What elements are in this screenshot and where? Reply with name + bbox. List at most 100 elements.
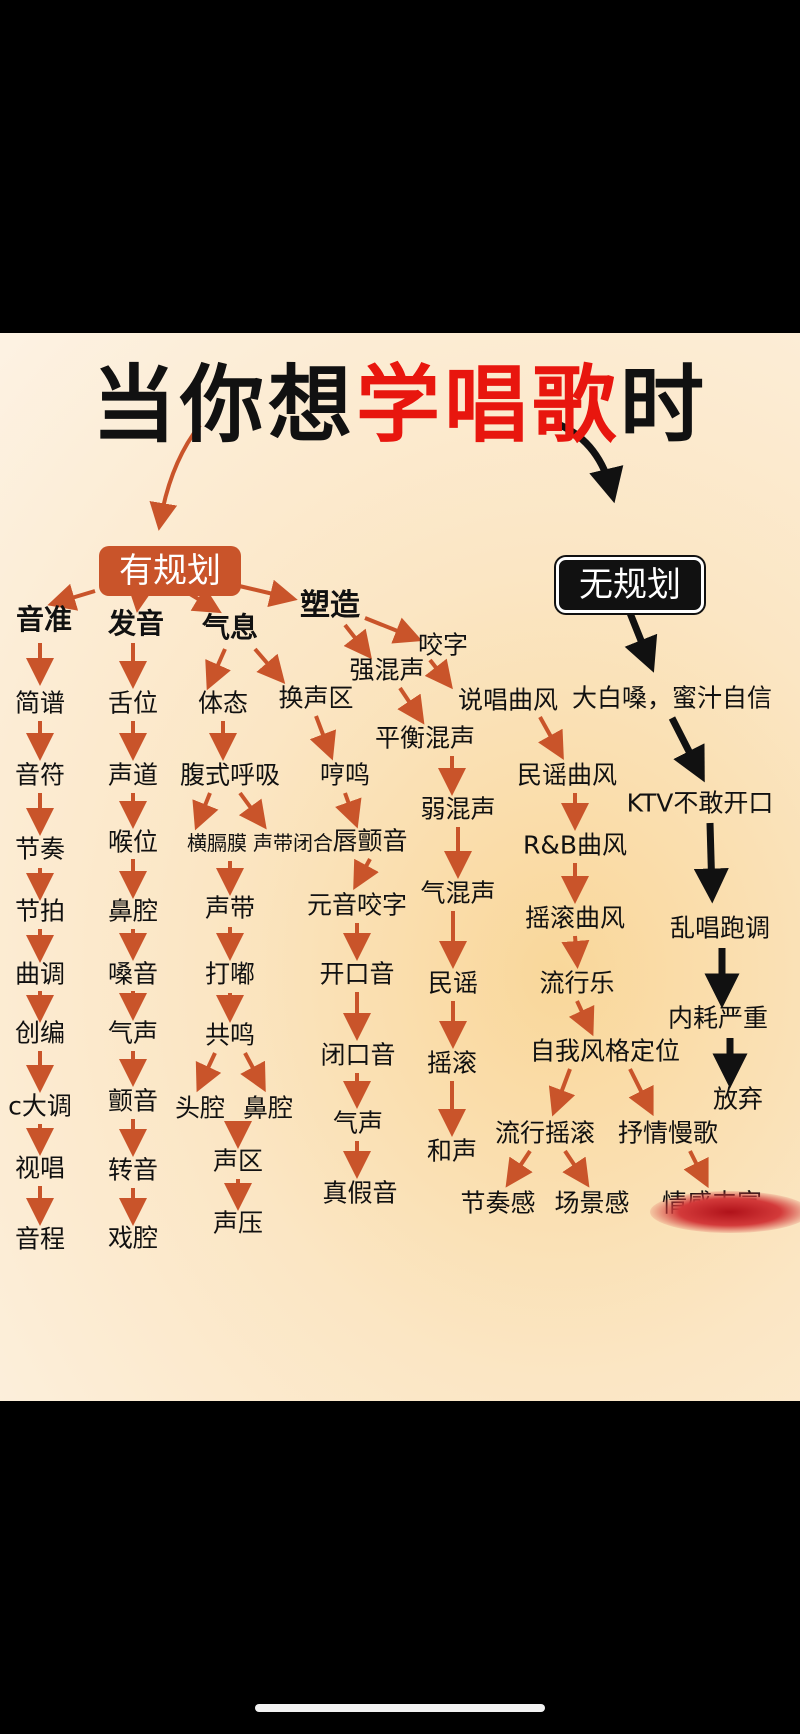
pronunciation-item: 鼻腔	[107, 896, 159, 926]
shaping-item: 节奏感	[460, 1188, 536, 1218]
shaping-item: 气混声	[420, 878, 496, 908]
shaping-item: 唇颤音	[332, 826, 408, 856]
breath-item: 声带闭合	[253, 831, 333, 855]
shaping-item: 抒情慢歌	[617, 1118, 719, 1148]
intonation-item: 音符	[14, 760, 66, 790]
shaping-item: 民谣	[427, 968, 479, 998]
flow-arrow	[562, 1149, 590, 1188]
pronunciation-item: 颤音	[107, 1086, 159, 1116]
shaping-item: 场景感	[554, 1188, 630, 1218]
flow-arrow	[205, 648, 231, 691]
flow-arrow	[561, 935, 590, 969]
shaping-item: 真假音	[322, 1178, 398, 1208]
shaping-item: 强混声	[349, 655, 425, 685]
pronunciation-item: 舌位	[107, 688, 159, 718]
breath-item: 声压	[212, 1208, 264, 1238]
flow-arrow	[397, 686, 425, 725]
breath-head: 气息	[201, 611, 259, 644]
shaping-item: 摇滚	[426, 1048, 478, 1078]
flow-arrow	[335, 792, 362, 829]
pronunciation-head: 发音	[107, 607, 165, 640]
no-plan-step: 放弃	[712, 1084, 764, 1114]
red-smudge	[650, 1191, 800, 1233]
shaping-item: 说唱曲风	[457, 685, 559, 715]
pronunciation-item: 嗓音	[107, 959, 159, 989]
flow-arrow	[238, 791, 267, 830]
pronunciation-item: 戏腔	[107, 1223, 159, 1253]
intonation-head: 音准	[15, 603, 73, 636]
flow-arrow	[548, 1068, 576, 1117]
no-plan-step: 乱唱跑调	[669, 913, 771, 943]
shaping-item: 元音咬字	[306, 890, 408, 920]
flow-arrow	[568, 1000, 595, 1037]
no-plan-step: KTV不敢开口	[626, 788, 774, 818]
flow-arrow	[234, 579, 298, 608]
breath-item: 横膈膜	[187, 831, 247, 855]
flow-arrow	[309, 715, 337, 761]
shaping-item: 气声	[332, 1108, 384, 1138]
flow-arrow	[240, 1052, 266, 1093]
shaping-item: 自我风格定位	[529, 1036, 681, 1066]
breath-item: 打嘟	[204, 959, 256, 989]
title-part-3: 时	[620, 356, 709, 454]
breath-item: 共鸣	[204, 1020, 256, 1050]
intonation-item: c大调	[8, 1091, 72, 1121]
flow-arrows	[26, 421, 748, 1226]
poster: 当你想学唱歌时 有规划 无规划 音准 简谱 音符 节奏 节拍 曲调 创编 c大调…	[0, 333, 800, 1401]
intonation-item: 音程	[14, 1224, 66, 1254]
breath-item: 声带	[204, 893, 256, 923]
flow-arrow-black	[693, 822, 729, 904]
shaping-item: 民谣曲风	[516, 760, 618, 790]
flow-arrow	[253, 647, 286, 685]
flow-arrow	[353, 858, 379, 891]
breath-item: 体态	[197, 688, 249, 718]
flow-arrow	[628, 1068, 654, 1117]
breath-item: 头腔	[174, 1093, 226, 1123]
shaping-item: 闭口音	[320, 1040, 396, 1070]
shaping-item: 流行乐	[539, 968, 615, 998]
flow-arrow	[364, 616, 423, 644]
shaping-item: 哼鸣	[319, 760, 371, 790]
breath-item: 声区	[212, 1146, 264, 1176]
plan-branch-tag: 有规划	[99, 546, 241, 596]
flow-arrow-black	[558, 421, 624, 504]
shaping-item: 摇滚曲风	[524, 903, 626, 933]
flow-arrow-black	[624, 611, 658, 673]
shaping-item: 咬字	[417, 630, 469, 660]
shaping-item: R&B曲风	[522, 830, 628, 860]
shaping-item: 流行摇滚	[494, 1118, 596, 1148]
pronunciation-item: 声道	[107, 760, 159, 790]
flow-arrow	[424, 658, 453, 690]
no-plan-step: 内耗严重	[667, 1003, 769, 1033]
shaping-item: 换声区	[278, 683, 354, 713]
no-plan-branch-tag: 无规划	[556, 557, 704, 613]
page-title: 当你想学唱歌时	[0, 363, 800, 447]
shaping-item: 和声	[426, 1136, 478, 1166]
shaping-head: 塑造	[300, 588, 360, 623]
flow-arrow	[683, 1150, 709, 1189]
flow-arrow	[192, 792, 219, 831]
intonation-item: 视唱	[14, 1153, 66, 1183]
title-part-2-red: 学唱歌	[355, 356, 620, 454]
shaping-item: 弱混声	[420, 794, 496, 824]
shaping-item: 平衡混声	[374, 723, 476, 753]
home-indicator[interactable]	[255, 1704, 545, 1712]
flow-arrow	[149, 423, 202, 531]
flow-arrow-black	[668, 716, 705, 783]
breath-item: 腹式呼吸	[179, 760, 281, 790]
flow-arrow	[195, 1052, 222, 1093]
intonation-item: 简谱	[14, 688, 66, 718]
no-plan-step: 大白嗓，蜜汁自信	[571, 683, 773, 713]
shaping-item: 开口音	[319, 959, 395, 989]
intonation-item: 节拍	[14, 896, 66, 926]
intonation-item: 曲调	[14, 959, 66, 989]
pronunciation-item: 转音	[107, 1155, 159, 1185]
pronunciation-item: 气声	[107, 1018, 159, 1048]
breath-item: 鼻腔	[242, 1093, 294, 1123]
flow-arrow	[47, 583, 96, 611]
flow-arrow	[538, 716, 564, 760]
title-part-1: 当你想	[91, 356, 356, 454]
flow-arrow	[505, 1149, 533, 1188]
pronunciation-item: 喉位	[107, 827, 159, 857]
intonation-item: 创编	[14, 1018, 66, 1048]
